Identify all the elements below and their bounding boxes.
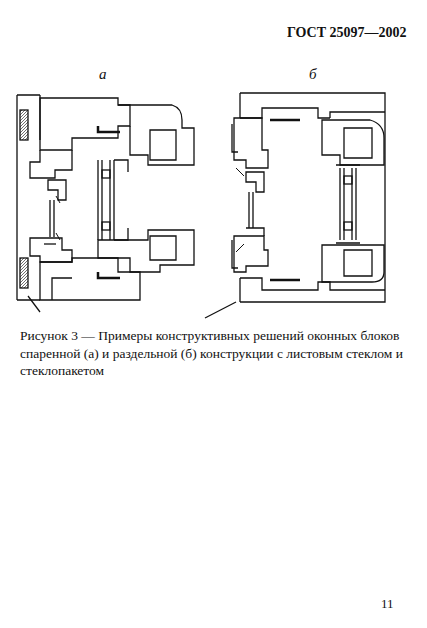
figure-caption: Рисунок 3 — Примеры конструктивных решен…: [20, 327, 410, 380]
figure-letter: б: [309, 65, 317, 83]
page-number: 11: [381, 596, 394, 612]
figure-letter: а: [99, 65, 107, 83]
section-b: [205, 93, 385, 318]
standard-header: ГОСТ 25097—2002: [287, 25, 407, 42]
section-a: [17, 95, 194, 312]
